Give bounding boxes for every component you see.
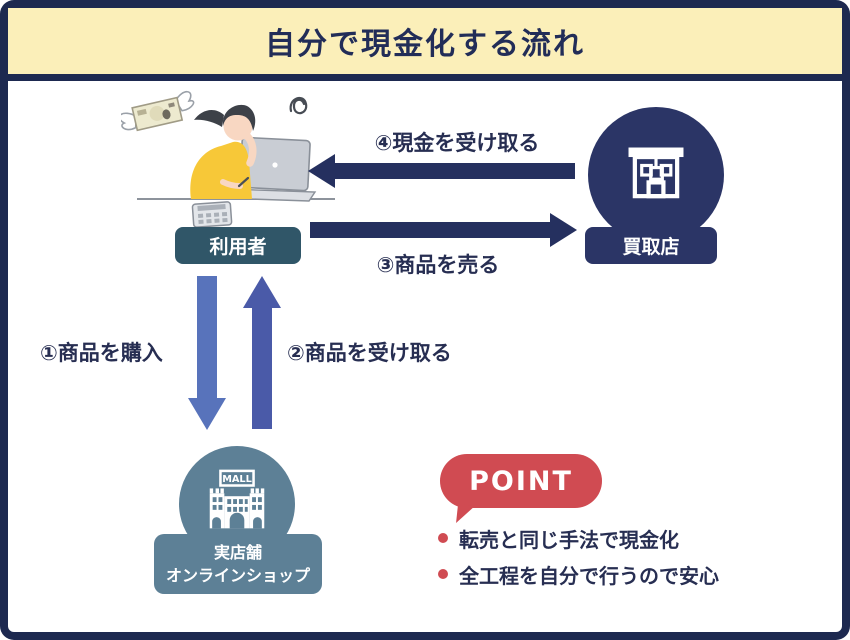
user-label: 利用者 [175,227,301,264]
arrow-head-left-icon [308,154,335,188]
shop-label-line2: オンラインショップ [165,566,310,585]
calculator-icon [191,201,233,228]
shop-label: 実店舗 オンラインショップ [154,534,322,594]
bullet-dot-icon [438,533,448,543]
user-label-text: 利用者 [209,236,267,258]
mall-sign-text: MALL [222,474,252,485]
point-item: 転売と同じ手法で現金化 [438,524,719,552]
step-label-1: ①商品を購入 [40,341,163,365]
point-badge: POINT [440,454,602,508]
bullet-dot-icon [438,569,448,579]
frustration-scribble-icon [289,96,308,115]
arrow-head-up-icon [243,276,281,308]
arrow-shaft [333,163,575,179]
step-label-3: ③商品を売る [376,253,500,277]
person-icon [190,104,257,199]
buyback-store-label-text: 買取店 [622,236,680,258]
flying-money-icon [121,90,195,132]
arrow-head-down-icon [188,398,226,430]
diagram-canvas: MALL [8,81,842,632]
buyback-store-label: 買取店 [585,227,717,264]
title-bar: 自分で現金化する流れ [8,8,842,74]
point-list: 転売と同じ手法で現金化 全工程を自分で行うので安心 [438,524,719,596]
arrow-receive-goods-shaft [252,307,272,429]
buyback-store-circle [588,107,724,243]
point-badge-text: POINT [469,465,573,497]
buyback-store-icon [628,147,684,199]
point-item-text: 全工程を自分で行うので安心 [459,563,719,588]
step-label-4: ④現金を受け取る [374,131,540,155]
shop-label-line1: 実店舗 [213,542,262,562]
mall-icon: MALL [209,469,265,529]
arrow-shaft [310,222,552,238]
arrow-head-right-icon [550,213,577,247]
page-title: 自分で現金化する流れ [265,27,585,62]
point-item-text: 転売と同じ手法で現金化 [459,527,679,552]
user-illustration [121,90,335,228]
step-label-2: ②商品を受け取る [287,341,452,365]
arrow-buy-goods-shaft [197,276,217,400]
arrow-receive-cash [308,154,575,188]
point-item: 全工程を自分で行うので安心 [438,560,719,588]
arrow-sell-goods [310,213,577,247]
point-badge-tail-icon [456,504,475,525]
